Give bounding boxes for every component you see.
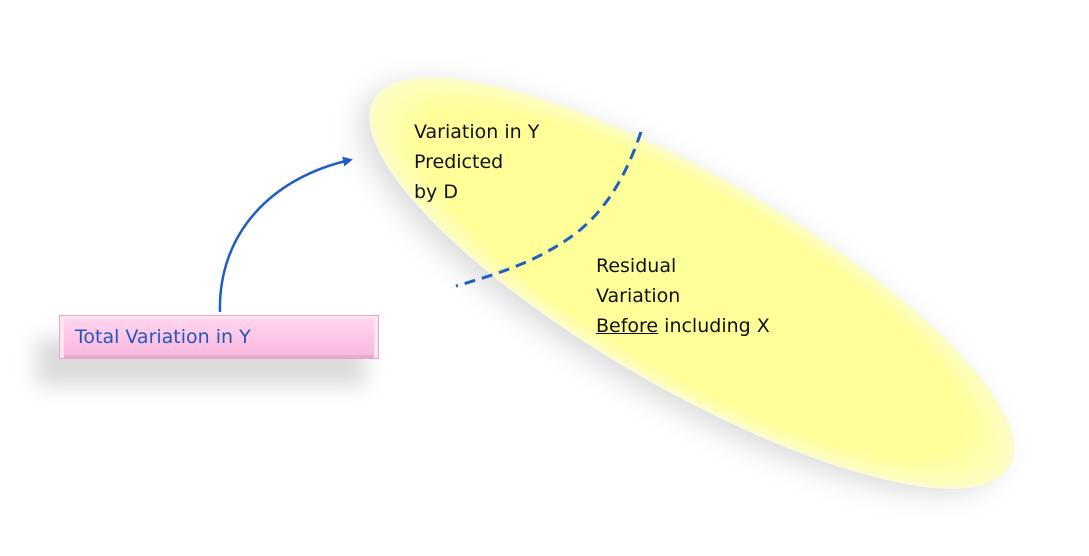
- residual-line-2: Variation: [596, 285, 681, 307]
- including-x-text: including X: [658, 315, 770, 337]
- residual-variation-label: Residual Variation Before including X: [596, 251, 770, 341]
- residual-line-1: Residual: [596, 255, 677, 277]
- residual-line-3: Before including X: [596, 311, 770, 341]
- variation-ellipse: [369, 77, 1015, 489]
- predicted-line-1: Variation in Y: [414, 121, 540, 143]
- curved-arrow-icon: [218, 156, 353, 313]
- dashed-divider: [455, 131, 643, 288]
- predicted-line-3: by D: [414, 181, 458, 203]
- total-variation-label: Total Variation in Y: [75, 326, 251, 348]
- predicted-line-2: Predicted: [414, 151, 504, 173]
- total-variation-box: Total Variation in Y: [59, 315, 379, 359]
- predicted-variation-label: Variation in Y Predicted by D: [414, 117, 539, 207]
- before-underlined: Before: [596, 315, 659, 337]
